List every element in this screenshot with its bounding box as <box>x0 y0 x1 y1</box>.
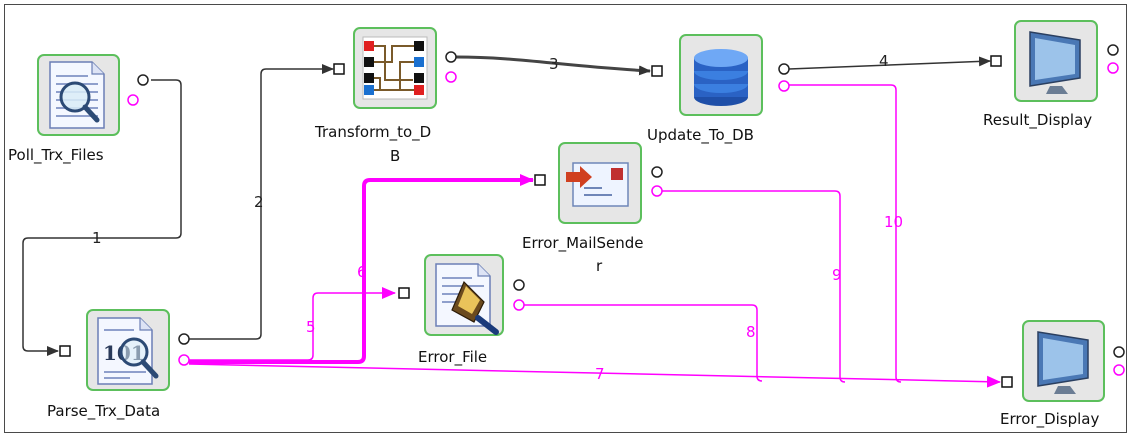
monitor-icon <box>1029 31 1081 94</box>
connection-4[interactable] <box>788 56 991 70</box>
node-label: Error_File <box>418 348 487 367</box>
input-port[interactable] <box>534 174 546 186</box>
error-port[interactable] <box>445 71 457 83</box>
output-port[interactable] <box>778 63 790 75</box>
connection-1[interactable] <box>22 79 182 356</box>
input-port[interactable] <box>651 65 663 77</box>
connection-1-label: 1 <box>92 229 102 247</box>
connection-5[interactable] <box>189 287 396 361</box>
node-label: Error_Display <box>1000 410 1099 429</box>
output-port[interactable] <box>178 333 190 345</box>
node-poll-trx-files[interactable]: Poll_Trx_Files <box>8 54 149 165</box>
connection-10-label: 10 <box>884 213 903 231</box>
monitor-icon <box>1037 331 1089 394</box>
node-label: Poll_Trx_Files <box>8 146 104 165</box>
connection-6-label: 6 <box>357 263 367 281</box>
connection-2[interactable] <box>189 64 334 340</box>
node-parse-trx-data[interactable]: 101 Parse_Trx_Data <box>47 309 190 421</box>
output-port[interactable] <box>513 279 525 291</box>
error-port[interactable] <box>178 354 190 366</box>
connection-3[interactable] <box>455 55 651 76</box>
node-label-line1: Transform_to_D <box>314 123 431 142</box>
output-port[interactable] <box>1113 346 1125 358</box>
node-update-to-db[interactable]: Update_To_DB <box>647 34 790 145</box>
connection-8-label: 8 <box>746 323 756 341</box>
node-error-file[interactable]: Error_File <box>398 254 525 367</box>
node-label: Parse_Trx_Data <box>47 402 160 421</box>
file-search-icon <box>49 61 105 129</box>
node-label-line2: r <box>596 257 603 275</box>
input-port[interactable] <box>333 63 345 75</box>
node-label: Result_Display <box>983 111 1092 130</box>
connection-2-label: 2 <box>254 193 264 211</box>
connection-9-label: 9 <box>832 266 842 284</box>
node-error-display[interactable]: Error_Display <box>1000 320 1125 429</box>
connection-4-label: 4 <box>879 52 889 70</box>
error-port[interactable] <box>513 299 525 311</box>
database-icon <box>694 49 748 106</box>
connection-9[interactable] <box>660 190 846 383</box>
connection-8[interactable] <box>521 304 763 382</box>
input-port[interactable] <box>398 287 410 299</box>
input-port[interactable] <box>990 55 1002 67</box>
error-port[interactable] <box>1113 364 1125 376</box>
error-port[interactable] <box>127 94 139 106</box>
input-port[interactable] <box>59 345 71 357</box>
node-label-line2: B <box>390 147 400 165</box>
node-result-display[interactable]: Result_Display <box>983 20 1119 130</box>
error-port[interactable] <box>778 80 790 92</box>
mapper-icon <box>362 36 428 100</box>
error-port[interactable] <box>1107 62 1119 74</box>
connection-7[interactable] <box>188 363 1001 388</box>
binary-parse-icon: 101 <box>97 317 159 385</box>
connection-6[interactable] <box>189 174 534 364</box>
connection-3-label: 3 <box>549 55 559 73</box>
output-port[interactable] <box>137 74 149 86</box>
file-write-icon <box>435 263 499 335</box>
node-label-line1: Error_MailSende <box>522 234 644 253</box>
connection-10[interactable] <box>789 84 902 383</box>
mail-sender-icon <box>566 162 629 207</box>
error-port[interactable] <box>651 185 663 197</box>
input-port[interactable] <box>1001 376 1013 388</box>
connection-5-label: 5 <box>306 318 316 336</box>
node-transform-to-db[interactable]: Transform_to_D B <box>314 27 457 165</box>
output-port[interactable] <box>445 51 457 63</box>
connection-7-label: 7 <box>595 365 605 383</box>
node-label: Update_To_DB <box>647 126 754 145</box>
node-error-mailsender[interactable]: Error_MailSende r <box>522 142 663 275</box>
output-port[interactable] <box>1107 44 1119 56</box>
output-port[interactable] <box>651 166 663 178</box>
